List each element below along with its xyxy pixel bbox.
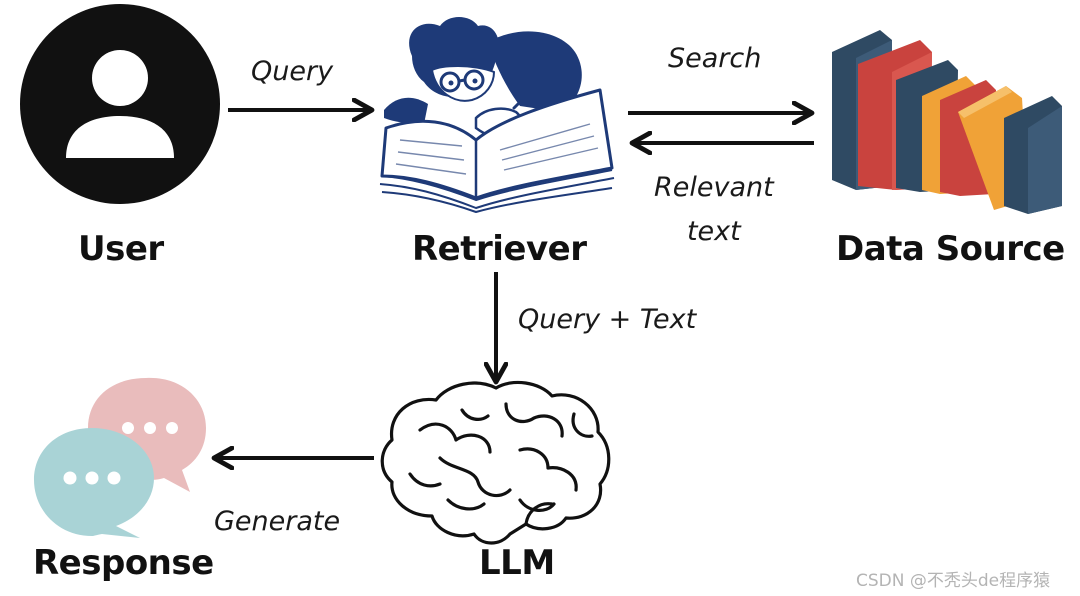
edge-label-relevant-line: Relevant <box>654 172 774 203</box>
edge-label-generate: Generate <box>214 506 341 537</box>
chat-bubbles-icon <box>34 377 206 538</box>
reading-scholar-icon <box>379 17 615 214</box>
watermark: CSDN @不秃头de程序猿 <box>856 571 1051 591</box>
books-icon <box>832 30 1062 214</box>
node-label-retriever: Retriever <box>412 229 587 269</box>
brain-icon <box>380 380 611 545</box>
edge-label-query-plus-text: Query + Text <box>518 304 697 335</box>
node-label-llm: LLM <box>479 543 555 583</box>
edge-label-relevant-text: Relevant text <box>654 166 774 254</box>
edge-label-query: Query <box>251 56 334 87</box>
node-label-response: Response <box>33 543 214 583</box>
node-label-data-source: Data Source <box>836 229 1065 269</box>
edge-label-text-line: text <box>686 216 741 247</box>
user-avatar-icon <box>20 4 220 204</box>
node-label-user: User <box>78 229 164 269</box>
edge-label-search: Search <box>668 43 762 74</box>
